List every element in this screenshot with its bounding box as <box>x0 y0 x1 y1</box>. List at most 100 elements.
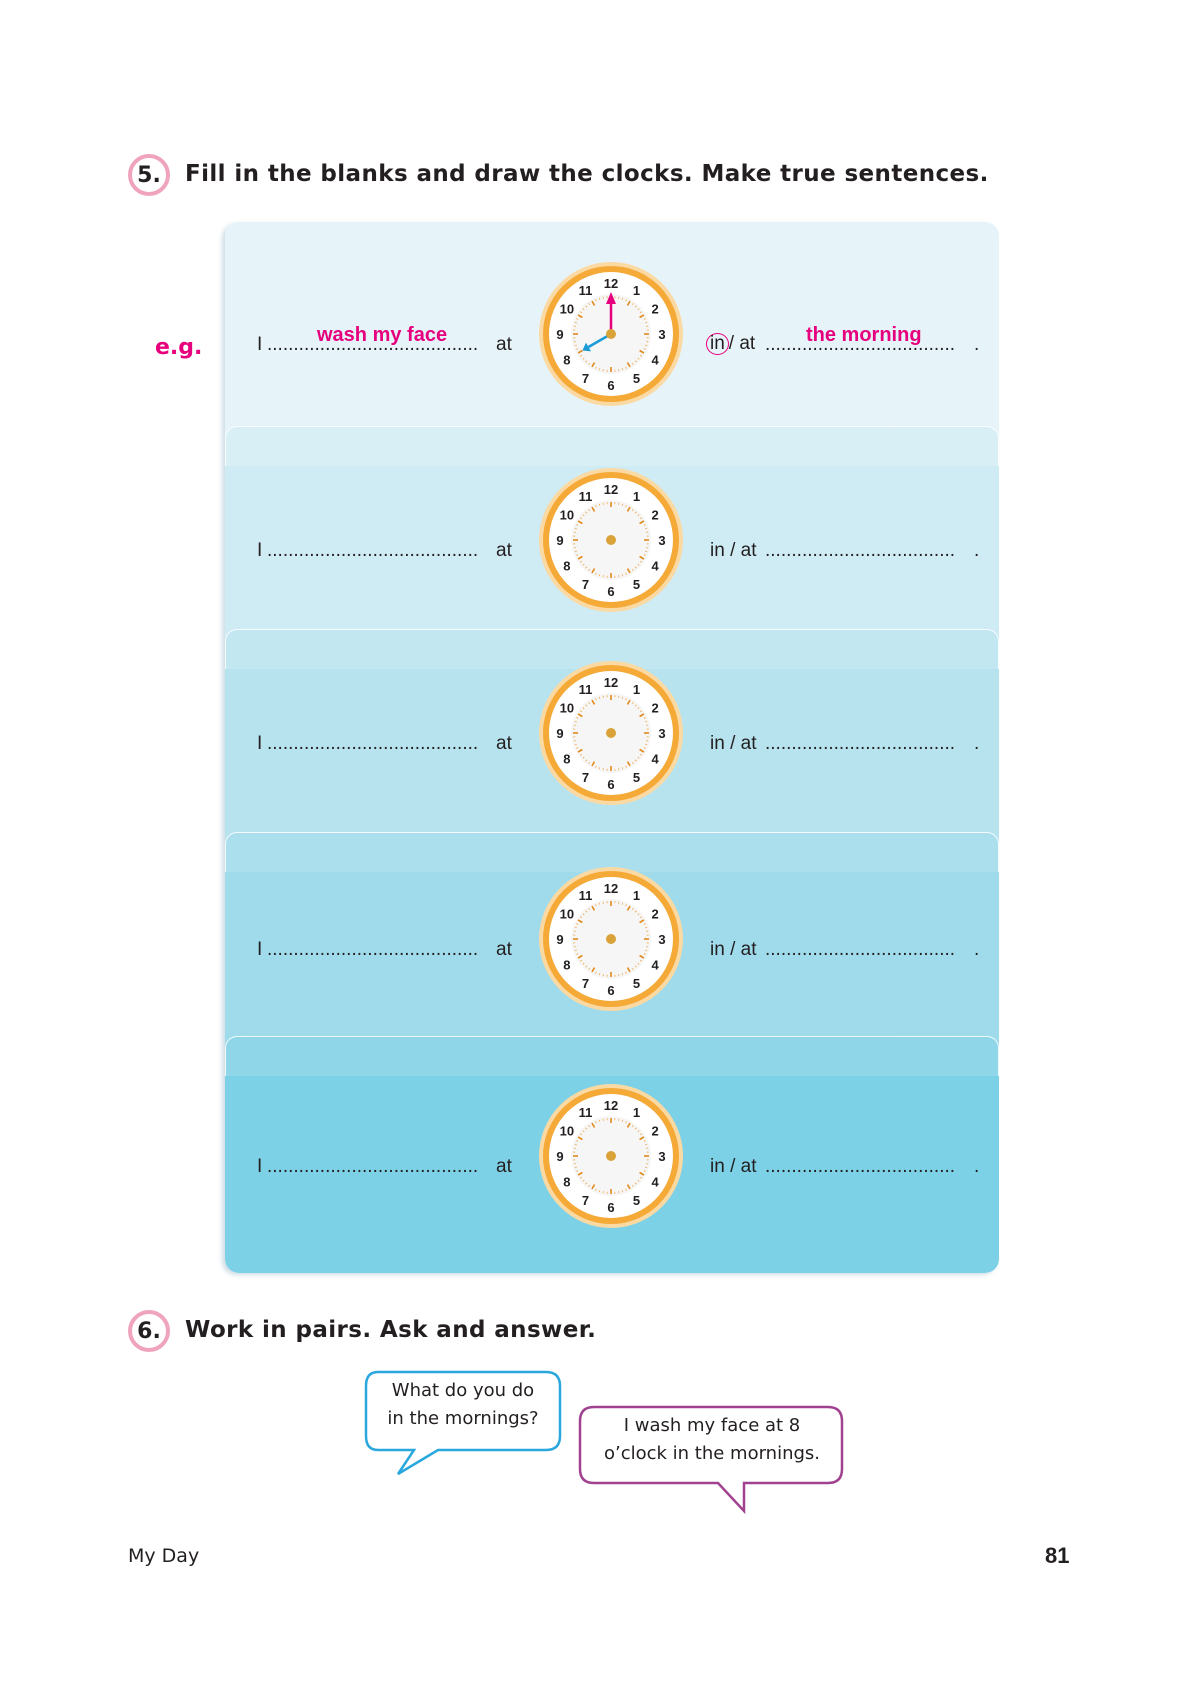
in-at-label: in / at <box>710 939 757 960</box>
clock-tick <box>577 520 583 525</box>
clock-tick <box>639 520 645 525</box>
clock-tick <box>645 321 648 324</box>
clock-tick <box>634 759 637 762</box>
clock-number: 4 <box>652 353 660 368</box>
subject-label: I <box>257 939 263 960</box>
clock-tick <box>625 904 627 907</box>
time-of-day-blank[interactable]: .................................... <box>765 733 956 754</box>
at-label: at <box>496 1156 512 1177</box>
clock-number: 4 <box>652 1175 660 1190</box>
clock-tick <box>639 560 643 563</box>
time-of-day-blank[interactable]: .................................... <box>765 939 956 960</box>
clock-tick <box>626 568 631 574</box>
clock-tick <box>598 767 601 770</box>
clock-tick <box>579 710 583 713</box>
clock-number: 10 <box>560 508 574 523</box>
clock-tick <box>576 348 579 350</box>
clock-number: 9 <box>556 533 563 548</box>
clock-tick <box>588 761 591 765</box>
subject-label: I <box>257 1156 263 1177</box>
clock-tick <box>576 318 579 320</box>
clock-tick <box>595 1121 597 1124</box>
clock-number: 5 <box>633 770 640 785</box>
activity-blank[interactable]: ........................................ <box>267 939 479 960</box>
clock-tick <box>621 902 624 905</box>
clock-tick <box>574 720 577 723</box>
activity-blank[interactable]: ........................................ <box>267 733 479 754</box>
clock-tick <box>576 554 579 556</box>
clock-tick <box>634 1182 637 1185</box>
circled-in: in <box>706 333 729 355</box>
clock-tick <box>631 362 634 366</box>
clock-tick <box>598 1119 601 1122</box>
clock-number: 11 <box>579 1105 593 1120</box>
time-of-day-blank[interactable]: .................................... <box>765 1156 956 1177</box>
clock-tick <box>625 698 627 701</box>
clock-tick <box>639 314 645 319</box>
clock-tick <box>588 1124 591 1128</box>
clock-number: 7 <box>582 577 589 592</box>
clock-tick <box>621 696 624 699</box>
activity-answer: wash my face <box>317 324 448 346</box>
clock-tick <box>585 511 588 514</box>
clock-number: 8 <box>563 752 570 767</box>
clock-tick <box>588 508 591 512</box>
clock-tick <box>598 973 601 976</box>
clock-tick <box>643 747 646 749</box>
clock-tick <box>591 362 596 368</box>
clock-tick <box>625 971 627 974</box>
clock-tick <box>645 550 648 553</box>
clock-number: 1 <box>633 1105 640 1120</box>
clock-tick <box>631 568 634 572</box>
clock-center-dot <box>606 329 616 339</box>
clock-number: 3 <box>658 1149 665 1164</box>
activity-blank[interactable]: ........................................ <box>267 1156 479 1177</box>
clock-tick <box>621 767 624 770</box>
clock-number: 2 <box>652 302 659 317</box>
clock-tick <box>595 971 597 974</box>
clock-tick <box>576 1170 579 1172</box>
example-label: e.g. <box>155 335 203 360</box>
clock-tick <box>631 508 634 512</box>
clock-tick <box>595 505 597 508</box>
question-line-2: in the mornings? <box>387 1408 539 1429</box>
clock-tick <box>643 348 646 350</box>
clock-center-dot <box>606 535 616 545</box>
clock-tick <box>639 517 643 520</box>
clock-tick <box>595 1188 597 1191</box>
clock-tick <box>643 1170 646 1172</box>
activity-blank[interactable]: ........................................ <box>267 540 479 561</box>
clock-tick <box>585 305 588 308</box>
clock-tick <box>585 1182 588 1185</box>
activity-blank[interactable]: ........................................ <box>267 334 479 355</box>
clock-tick <box>639 1133 643 1136</box>
clock-tick <box>588 701 591 705</box>
clock-tick <box>574 1166 577 1169</box>
clock-tick <box>626 362 631 368</box>
clock-number: 4 <box>652 559 660 574</box>
clock-tick <box>634 566 637 569</box>
clock-tick <box>579 753 583 756</box>
clock-tick <box>625 1188 627 1191</box>
time-of-day-blank[interactable]: .................................... <box>765 540 956 561</box>
clock-tick <box>598 1190 601 1193</box>
time-of-day-blank[interactable]: .................................... <box>765 334 956 355</box>
clock-tick <box>574 743 577 746</box>
clock-tick <box>591 905 596 911</box>
clock-tick <box>637 514 640 517</box>
clock-number: 9 <box>556 327 563 342</box>
clock-tick <box>645 527 648 530</box>
clock-tick <box>591 300 596 306</box>
clock-number: 6 <box>607 777 614 792</box>
speech-bubble-answer: I wash my face at 8 o’clock in the morni… <box>580 1412 844 1468</box>
clock-number: 2 <box>652 1124 659 1139</box>
in-at-label: in / at <box>710 1156 757 1177</box>
clock-tick <box>634 360 637 363</box>
clock-tick <box>574 550 577 553</box>
at-label: at <box>496 334 512 355</box>
